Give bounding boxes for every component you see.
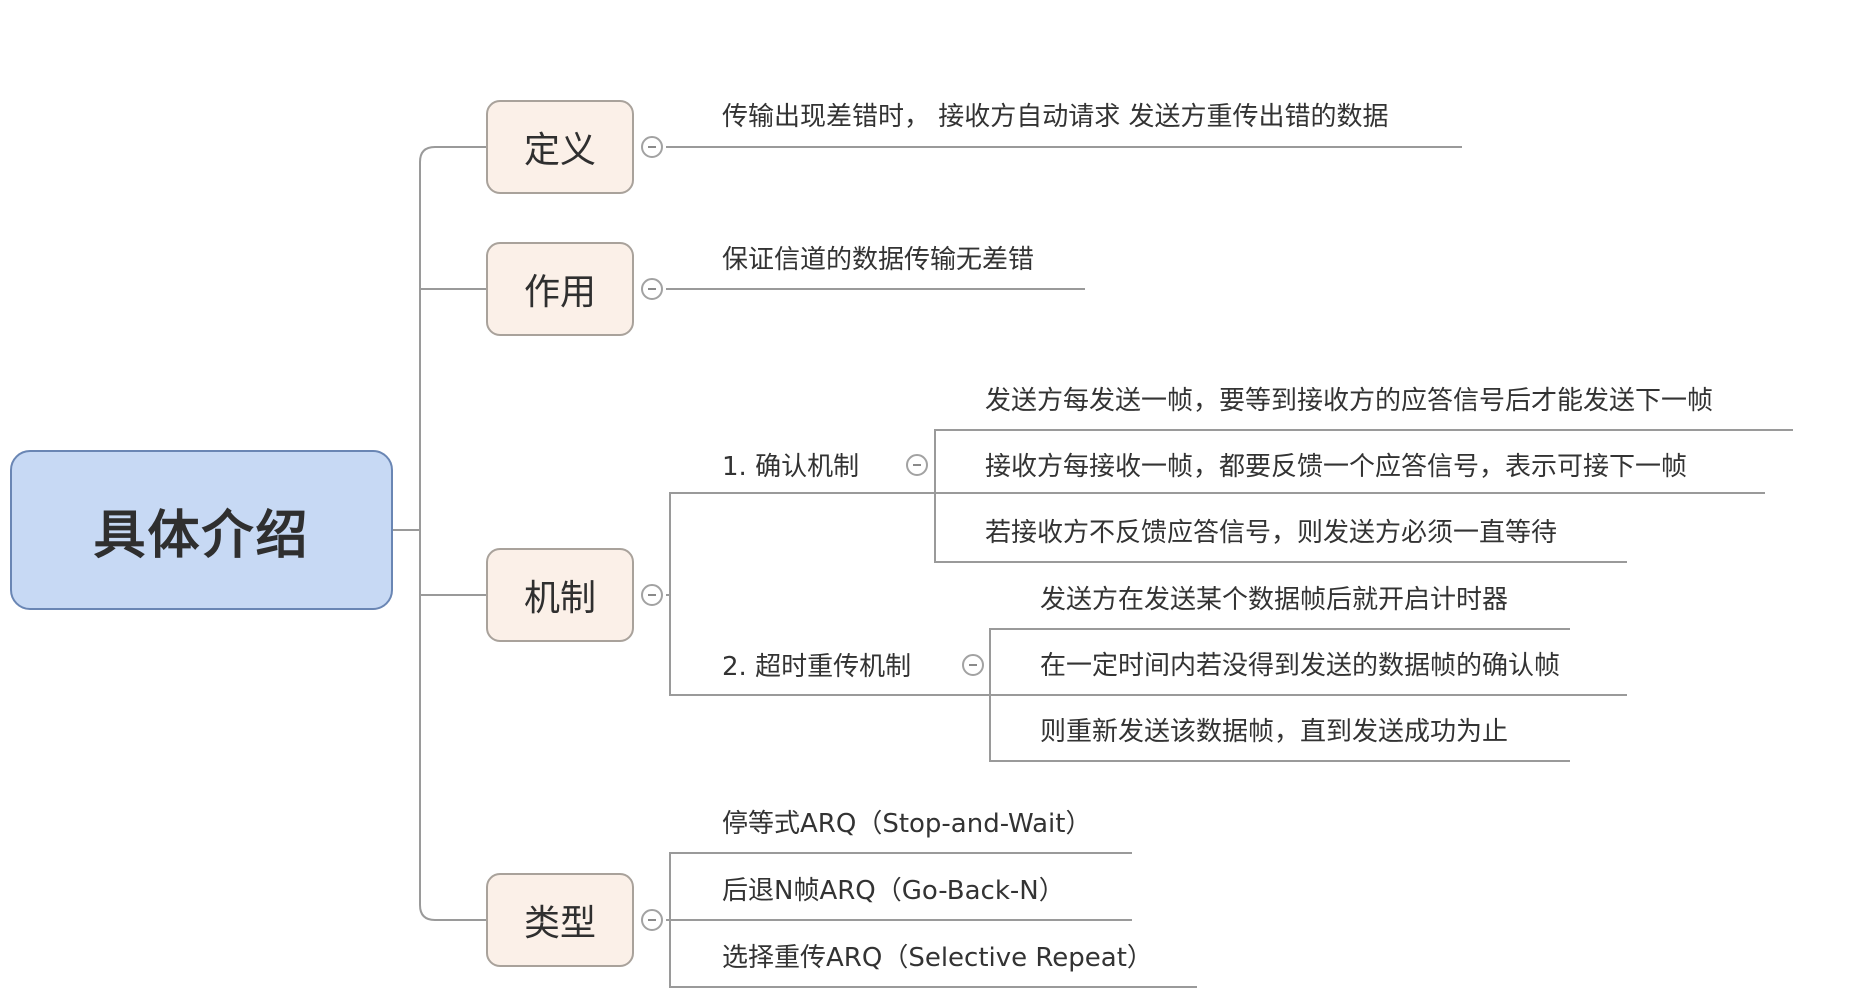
branch-types-label: 类型 [523,903,596,944]
confirm-item: 发送方每发送一帧，要等到接收方的应答信号后才能发送下一帧 [985,386,1714,416]
types-item-1-line [666,852,1132,921]
timeout-item: 在一定时间内若没得到发送的数据帧的确认帧 [1040,651,1561,681]
timeout-item-3-line [989,695,1570,762]
purpose-item: 保证信道的数据传输无差错 [722,245,1035,275]
branch-definition-label: 定义 [523,130,596,171]
root-node[interactable]: 具体介绍 [10,450,393,610]
timeout-item-1-line [989,628,1570,695]
timeout-mechanism-label[interactable]: 2. 超时重传机制 [722,652,912,682]
definition-item: 传输出现差错时， 接收方自动请求 发送方重传出错的数据 [722,102,1389,132]
confirm-item: 若接收方不反馈应答信号，则发送方必须一直等待 [985,518,1558,548]
branch-purpose[interactable]: 作用 [486,242,634,336]
confirm-mechanism-label[interactable]: 1. 确认机制 [722,452,860,482]
timeout-item: 则重新发送该数据帧，直到发送成功为止 [1040,717,1509,747]
timeout-item: 发送方在发送某个数据帧后就开启计时器 [1040,585,1509,615]
types-item-3-line [669,920,1197,988]
collapse-icon[interactable] [962,654,984,676]
branch-definition[interactable]: 定义 [486,100,634,194]
type-item: 选择重传ARQ（Selective Repeat） [722,943,1153,973]
collapse-icon[interactable] [641,584,663,606]
collapse-icon[interactable] [906,454,928,476]
type-item: 停等式ARQ（Stop-and-Wait） [722,809,1092,839]
collapse-icon[interactable] [641,136,663,158]
confirm-item-3-line [934,493,1627,563]
branch-mechanism[interactable]: 机制 [486,548,634,642]
root-label: 具体介绍 [93,505,310,566]
collapse-icon[interactable] [641,278,663,300]
type-item: 后退N帧ARQ（Go-Back-N） [722,876,1065,906]
branch-purpose-label: 作用 [523,272,596,313]
branch-types[interactable]: 类型 [486,873,634,967]
branch-mechanism-label: 机制 [523,578,596,619]
collapse-icon[interactable] [641,909,663,931]
timeout-connector [669,595,993,696]
confirm-connector [666,492,935,596]
confirm-item-1-line [934,429,1793,493]
confirm-item: 接收方每接收一帧，都要反馈一个应答信号，表示可接下一帧 [985,452,1688,482]
main-branch-trunk [419,146,486,921]
